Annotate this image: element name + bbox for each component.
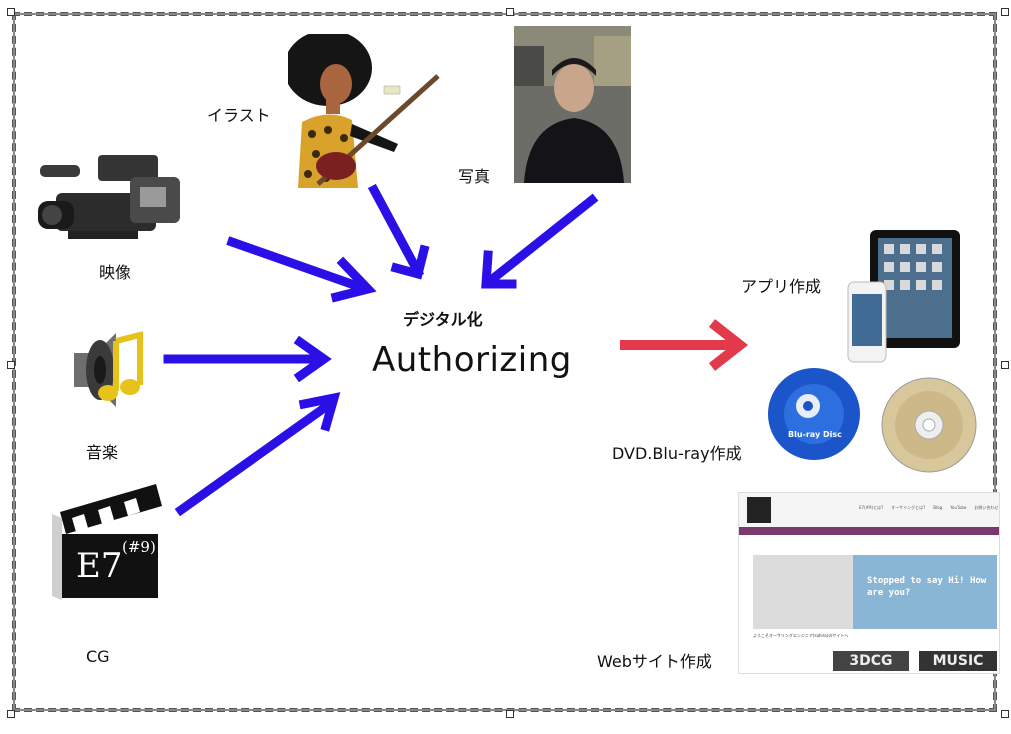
clapper-sup-text: (#9) — [122, 538, 156, 556]
arrow-photo-head — [481, 250, 517, 289]
arrow-video-head — [330, 256, 377, 303]
ipad-iphone-icon — [847, 230, 960, 363]
music-speaker-icon — [74, 331, 143, 407]
website-nav-item: YouTube — [950, 505, 967, 510]
clapper-main-text: E7 — [76, 546, 123, 586]
website-menu-bar — [739, 527, 999, 535]
arrow-music-head — [293, 335, 332, 383]
arrow-illust — [367, 183, 425, 279]
arrow-output-head — [708, 319, 749, 371]
label-app: アプリ作成 — [741, 277, 822, 296]
center-title: Authorizing — [372, 340, 572, 380]
clapperboard-icon: E7 (#9) — [52, 484, 182, 614]
website-nav: E7(#9)とは? オーサリングとは? Blog YouTube お問い合わせ — [859, 505, 998, 511]
resize-handle[interactable] — [506, 710, 514, 718]
website-nav-item: オーサリングとは? — [891, 505, 926, 510]
resize-handle[interactable] — [7, 710, 15, 718]
website-badge-music: MUSIC — [919, 651, 997, 671]
bluray-text: Blu-ray Disc — [788, 430, 842, 439]
resize-handle[interactable] — [506, 8, 514, 16]
arrow-illust-head — [390, 244, 430, 280]
website-nav-item: Blog — [933, 505, 943, 510]
resize-handle[interactable] — [1001, 8, 1009, 16]
arrow-cg-head — [298, 392, 341, 432]
arrow-cg — [174, 399, 334, 517]
website-hero-right: Stopped to say Hi! How are you? — [853, 555, 997, 629]
website-welcome: ようこそオーサリングエンジニア(sahira)のサイトへ — [753, 633, 849, 638]
video-camera-icon — [38, 155, 180, 239]
website-nav-item: お問い合わせ — [974, 505, 999, 510]
label-illust: イラスト — [207, 106, 271, 125]
resize-handle[interactable] — [7, 8, 15, 16]
website-hero-text: Stopped to say Hi! How are you? — [867, 576, 987, 598]
label-video: 映像 — [99, 263, 132, 282]
dvd-disc-icon — [881, 377, 977, 473]
resize-handle[interactable] — [1001, 710, 1009, 718]
website-badge-3dcg: 3DCG — [833, 651, 909, 671]
website-logo — [747, 497, 771, 523]
arrow-photo — [483, 193, 599, 288]
label-dvd: DVD.Blu-ray作成 — [612, 444, 742, 463]
website-nav-item: E7(#9)とは? — [859, 505, 884, 510]
website-thumbnail: E7(#9)とは? オーサリングとは? Blog YouTube お問い合わせ … — [738, 492, 1000, 674]
arrow-video — [226, 236, 366, 293]
label-cg: CG — [86, 647, 110, 666]
resize-handle[interactable] — [1001, 361, 1009, 369]
person-photo — [514, 26, 631, 183]
resize-handle[interactable] — [7, 361, 15, 369]
bassist-illustration — [288, 34, 440, 188]
label-photo: 写真 — [458, 167, 491, 186]
bluray-disc-icon: Blu-ray Disc — [766, 366, 862, 462]
website-header — [739, 493, 999, 527]
center-subtitle: デジタル化 — [403, 310, 483, 329]
label-web: Webサイト作成 — [597, 652, 712, 671]
website-hero-left — [753, 555, 853, 629]
label-music: 音楽 — [86, 443, 119, 462]
